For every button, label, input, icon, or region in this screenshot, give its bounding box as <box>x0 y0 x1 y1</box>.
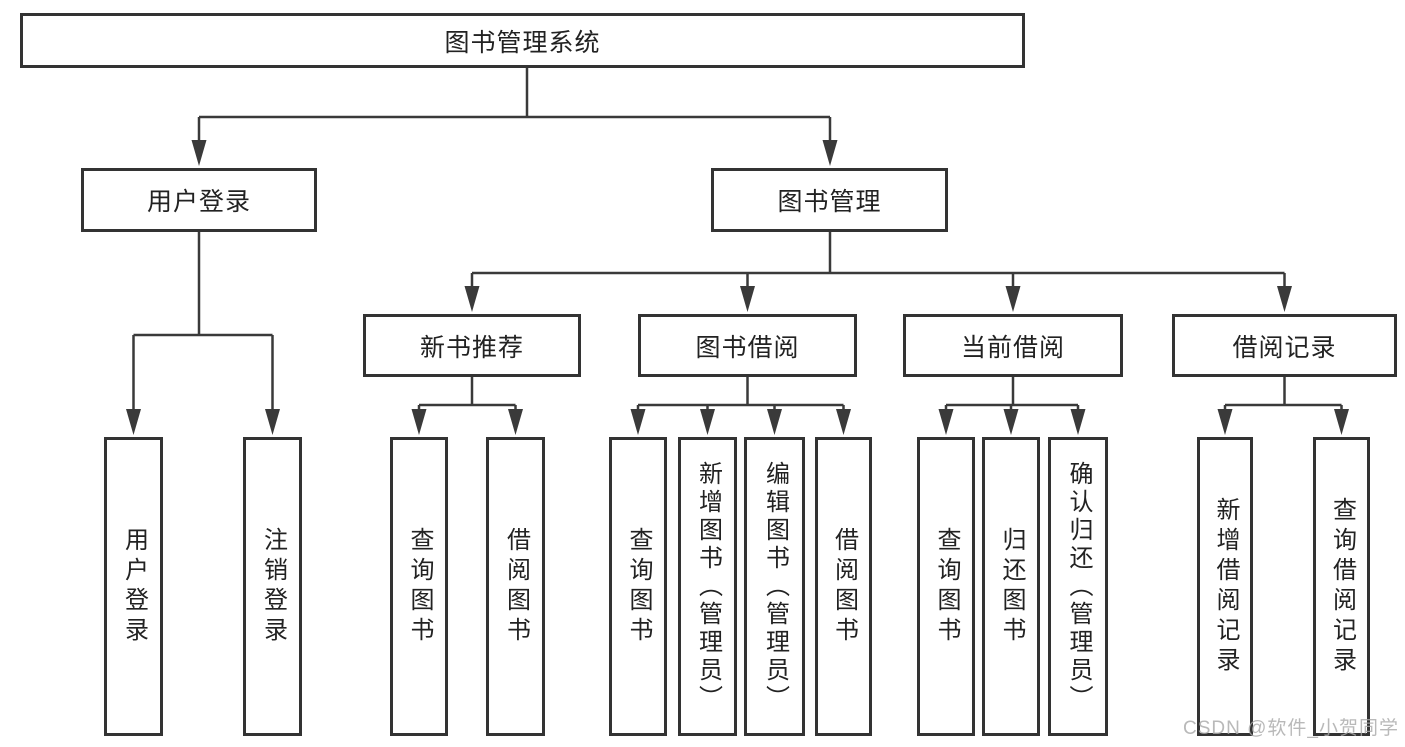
node-new-book-recommend: 新书推荐 <box>363 314 581 377</box>
leaf-query-books-borrow: 查询图书 <box>609 437 667 736</box>
node-borrow-records: 借阅记录 <box>1172 314 1397 377</box>
leaf-query-borrow-record: 查询借阅记录 <box>1313 437 1370 736</box>
leaf-edit-books-admin: 编辑图书（管理员） <box>744 437 805 736</box>
leaf-query-books-current: 查询图书 <box>917 437 975 736</box>
leaf-confirm-return-admin: 确认归还（管理员） <box>1048 437 1108 736</box>
leaf-return-books: 归还图书 <box>982 437 1040 736</box>
node-current-borrow: 当前借阅 <box>903 314 1123 377</box>
connector-records-children <box>1217 377 1349 435</box>
leaf-user-login: 用户登录 <box>104 437 163 736</box>
node-system-root: 图书管理系统 <box>20 13 1025 68</box>
node-book-management: 图书管理 <box>711 168 948 232</box>
node-user-login: 用户登录 <box>81 168 317 232</box>
connector-borrow-children <box>630 377 851 435</box>
node-book-borrow: 图书借阅 <box>638 314 857 377</box>
connector-recommend-children <box>411 377 523 435</box>
csdn-watermark: CSDN @软件_小贺同学 <box>1183 718 1399 739</box>
leaf-borrow-books-recommend: 借阅图书 <box>486 437 545 736</box>
leaf-logout: 注销登录 <box>243 437 302 736</box>
leaf-query-books-recommend: 查询图书 <box>390 437 448 736</box>
leaf-add-borrow-record: 新增借阅记录 <box>1197 437 1253 736</box>
connector-user-login-children <box>126 232 280 435</box>
connector-root-to-level2 <box>191 68 838 166</box>
leaf-add-books-admin: 新增图书（管理员） <box>678 437 737 736</box>
connector-book-mgmt-sections <box>464 232 1292 312</box>
leaf-borrow-books: 借阅图书 <box>815 437 872 736</box>
connector-current-children <box>938 377 1086 435</box>
